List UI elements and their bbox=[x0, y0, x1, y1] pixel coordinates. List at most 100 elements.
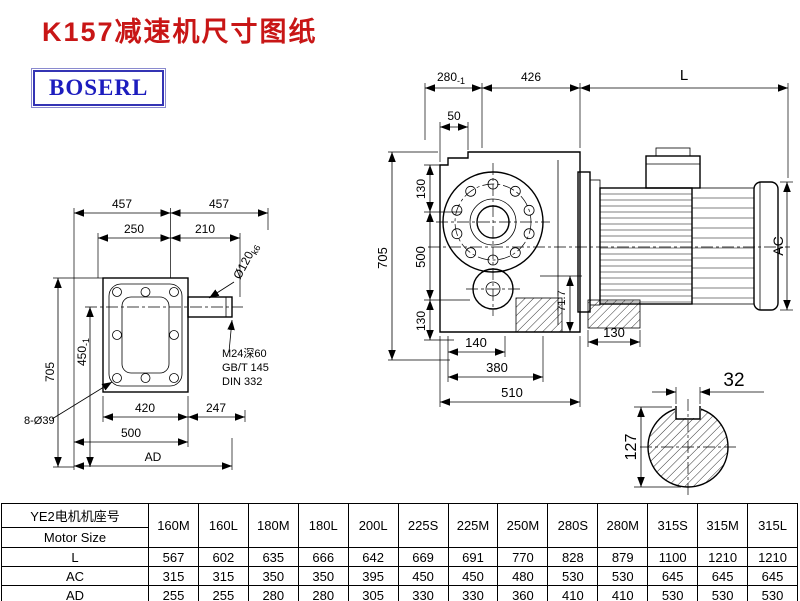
value-cell: 350 bbox=[297, 566, 349, 586]
value-cell: 255 bbox=[197, 585, 249, 601]
tap-note-line3: DIN 332 bbox=[222, 376, 262, 388]
value-cell: 280 bbox=[297, 585, 349, 601]
frame-size-header: 315L bbox=[747, 503, 798, 548]
value-cell: 410 bbox=[597, 585, 649, 601]
value-cell: 305 bbox=[347, 585, 399, 601]
value-cell: 879 bbox=[597, 547, 649, 567]
value-cell: 255 bbox=[148, 585, 199, 601]
value-cell: 645 bbox=[647, 566, 699, 586]
value-cell: 645 bbox=[697, 566, 749, 586]
shaft-diameter-label: Ø120k6 bbox=[230, 241, 262, 283]
boserl-logo: BOSERL bbox=[33, 70, 165, 106]
page-title: K157减速机尺寸图纸 bbox=[42, 17, 318, 47]
row-label: AC bbox=[1, 566, 149, 586]
frame-size-header: 280S bbox=[547, 503, 599, 548]
dim-130-bottom: 130 bbox=[414, 311, 428, 331]
frame-size-header: 160L bbox=[197, 503, 249, 548]
value-cell: 1100 bbox=[647, 547, 699, 567]
shaft-section-view: 32 127 bbox=[623, 370, 764, 495]
value-cell: 530 bbox=[697, 585, 749, 601]
frame-size-header: 280M bbox=[597, 503, 649, 548]
value-cell: 567 bbox=[148, 547, 199, 567]
dim-247: 247 bbox=[206, 401, 226, 415]
value-cell: 1210 bbox=[747, 547, 798, 567]
tap-note-line2: GB/T 145 bbox=[222, 362, 269, 374]
dim-130-top: 130 bbox=[414, 179, 428, 199]
value-cell: 530 bbox=[597, 566, 649, 586]
frame-size-header: 225M bbox=[447, 503, 499, 548]
frame-size-header: 200L bbox=[347, 503, 399, 548]
value-cell: 315 bbox=[148, 566, 199, 586]
value-cell: 480 bbox=[497, 566, 549, 586]
dim-250: 250 bbox=[124, 222, 144, 236]
frame-size-header: 180L bbox=[297, 503, 349, 548]
dim-210: 210 bbox=[195, 222, 215, 236]
dim-705-front: 705 bbox=[43, 362, 57, 382]
value-cell: 635 bbox=[247, 547, 299, 567]
value-cell: 530 bbox=[747, 585, 798, 601]
value-cell: 1210 bbox=[697, 547, 749, 567]
dim-140: 140 bbox=[465, 335, 487, 350]
frame-size-header: 315S bbox=[647, 503, 699, 548]
value-cell: 330 bbox=[397, 585, 449, 601]
frame-size-header: 250M bbox=[497, 503, 549, 548]
front-view: 457 457 250 210 705 450-1 420 247 500 AD… bbox=[24, 197, 269, 470]
value-cell: 602 bbox=[197, 547, 249, 567]
dim-500-front: 500 bbox=[121, 426, 141, 440]
value-cell: 530 bbox=[547, 566, 599, 586]
row-label: AD bbox=[1, 585, 149, 601]
value-cell: 330 bbox=[447, 585, 499, 601]
dim-130-right: 130 bbox=[603, 325, 625, 340]
frame-size-header: 315M bbox=[697, 503, 749, 548]
tap-note-line1: M24深60 bbox=[222, 347, 267, 360]
value-cell: 450 bbox=[447, 566, 499, 586]
value-cell: 530 bbox=[647, 585, 699, 601]
value-cell: 645 bbox=[747, 566, 798, 586]
value-cell: 828 bbox=[547, 547, 599, 567]
dim-32-keyway: 32 bbox=[723, 370, 744, 391]
boserl-logo-text: BOSERL bbox=[49, 75, 149, 100]
dim-426: 426 bbox=[521, 70, 541, 84]
dim-AC: AC bbox=[770, 236, 786, 255]
dim-420: 420 bbox=[135, 401, 155, 415]
dim-50: 50 bbox=[447, 109, 461, 123]
row-label: L bbox=[1, 547, 149, 567]
dim-L: L bbox=[680, 67, 688, 84]
value-cell: 666 bbox=[297, 547, 349, 567]
value-cell: 395 bbox=[347, 566, 399, 586]
dim-380: 380 bbox=[486, 360, 508, 375]
dim-705-side: 705 bbox=[375, 247, 390, 269]
bolt-holes-label: 8-Ø39 bbox=[24, 415, 55, 427]
value-cell: 315 bbox=[197, 566, 249, 586]
dim-AD: AD bbox=[145, 450, 162, 464]
dim-450: 450-1 bbox=[75, 338, 91, 366]
frame-size-header: 180M bbox=[247, 503, 299, 548]
frame-size-header: 160M bbox=[148, 503, 199, 548]
value-cell: 360 bbox=[497, 585, 549, 601]
value-cell: 410 bbox=[547, 585, 599, 601]
side-view: 280-1 426 L 50 705 130 500 130 71.7 bbox=[375, 67, 793, 407]
dim-71-7: 71.7 bbox=[556, 290, 568, 311]
dim-510: 510 bbox=[501, 385, 523, 400]
value-cell: 770 bbox=[497, 547, 549, 567]
technical-drawing: 457 457 250 210 705 450-1 420 247 500 AD… bbox=[24, 67, 793, 495]
value-cell: 642 bbox=[347, 547, 399, 567]
value-cell: 350 bbox=[247, 566, 299, 586]
dim-457-right: 457 bbox=[209, 197, 229, 211]
dim-500-side: 500 bbox=[413, 246, 428, 268]
value-cell: 669 bbox=[397, 547, 449, 567]
frame-size-header: 225S bbox=[397, 503, 449, 548]
dim-457-left: 457 bbox=[112, 197, 132, 211]
value-cell: 450 bbox=[397, 566, 449, 586]
dim-127-shaft: 127 bbox=[623, 434, 640, 461]
value-cell: 691 bbox=[447, 547, 499, 567]
dim-280: 280-1 bbox=[437, 70, 465, 86]
